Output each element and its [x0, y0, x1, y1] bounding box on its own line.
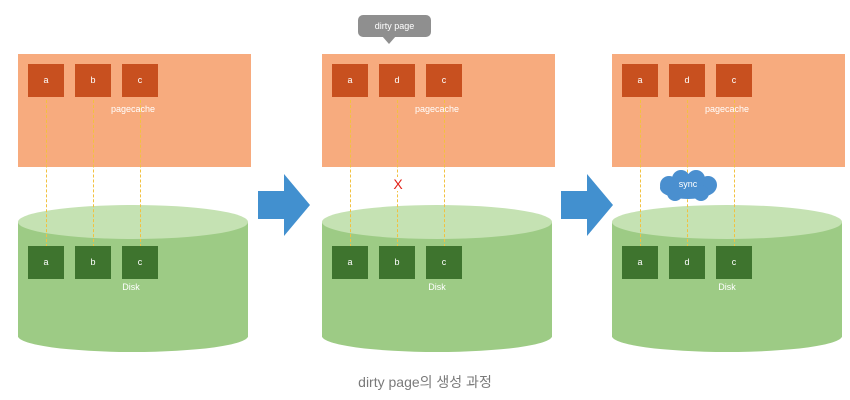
pagecache-label: pagecache	[704, 104, 750, 114]
pagecache-label: pagecache	[110, 104, 156, 114]
right-arrow-icon	[561, 174, 613, 236]
cache-page-d: d	[669, 64, 705, 97]
page-link	[46, 100, 47, 247]
disk-cylinder-body	[322, 222, 552, 337]
right-arrow-icon	[258, 174, 310, 236]
x-mark-icon: X	[391, 177, 405, 191]
disk-label: Disk	[122, 282, 140, 292]
cache-page-a: a	[332, 64, 368, 97]
page-link	[93, 100, 94, 247]
disk-page-c: c	[716, 246, 752, 279]
disk-label: Disk	[428, 282, 446, 292]
disk-page-a: a	[622, 246, 658, 279]
dirty-page-callout: dirty page	[358, 15, 431, 37]
page-link	[734, 100, 735, 247]
disk-cylinder	[18, 205, 248, 352]
panel-initial: a b c pagecache a b c Disk	[18, 0, 252, 360]
disk-cylinder-top	[18, 205, 248, 239]
disk-page-a: a	[28, 246, 64, 279]
cache-page-c: c	[716, 64, 752, 97]
cache-page-c: c	[122, 64, 158, 97]
disk-page-c: c	[426, 246, 462, 279]
page-link	[444, 100, 445, 247]
cache-page-a: a	[622, 64, 658, 97]
sync-label: sync	[678, 179, 698, 189]
page-link	[350, 100, 351, 247]
disk-cylinder-top	[322, 205, 552, 239]
cloud-shape	[660, 170, 717, 201]
page-link	[397, 100, 398, 247]
disk-page-c: c	[122, 246, 158, 279]
disk-label: Disk	[718, 282, 736, 292]
cloud-icon: sync	[655, 170, 721, 202]
panel-synced: a d c pagecache sync a d c Disk	[612, 0, 846, 360]
disk-cylinder-body	[18, 222, 248, 337]
pagecache-label: pagecache	[414, 104, 460, 114]
page-link	[140, 100, 141, 247]
diagram-caption: dirty page의 생성 과정	[358, 374, 492, 390]
disk-page-b: b	[75, 246, 111, 279]
disk-page-a: a	[332, 246, 368, 279]
cache-page-a: a	[28, 64, 64, 97]
disk-page-d: d	[669, 246, 705, 279]
disk-page-b: b	[379, 246, 415, 279]
cache-page-b: b	[75, 64, 111, 97]
cache-page-c: c	[426, 64, 462, 97]
disk-cylinder-top	[612, 205, 842, 239]
page-link	[640, 100, 641, 247]
cache-page-d: d	[379, 64, 415, 97]
disk-cylinder	[612, 205, 842, 352]
panel-dirty: a d c pagecache X a b c Disk dirty page	[322, 0, 556, 360]
disk-cylinder-body	[612, 222, 842, 337]
disk-cylinder	[322, 205, 552, 352]
callout-tail	[382, 36, 396, 44]
